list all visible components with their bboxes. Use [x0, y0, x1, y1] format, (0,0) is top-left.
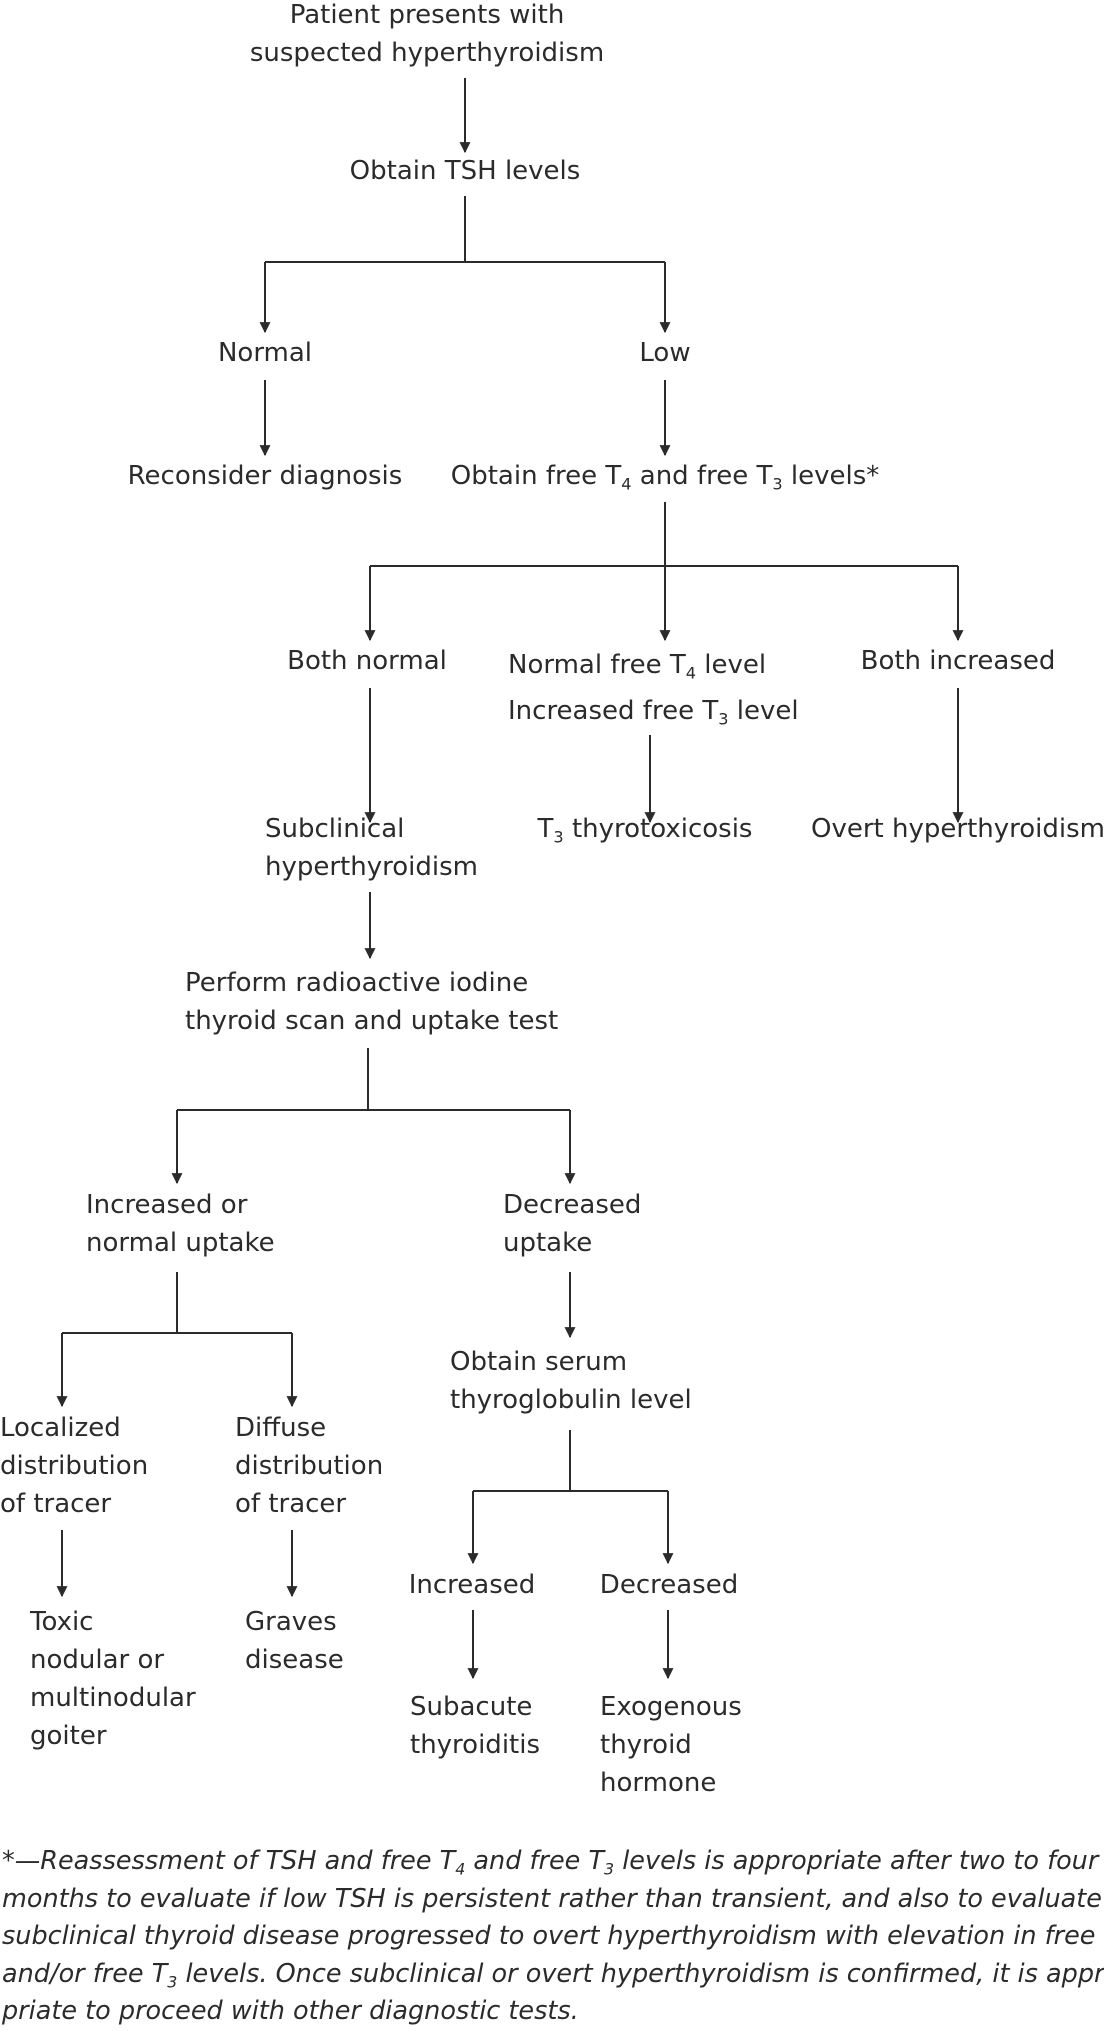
- node-increased-normal-uptake: Increased or normal uptake: [86, 1186, 275, 1262]
- node-low: Low: [639, 334, 690, 372]
- footnote-line: *—Reassessment of TSH and free T4 and fr…: [2, 1843, 1100, 1881]
- node-increased: Increased: [409, 1566, 536, 1604]
- node-line: Decreased: [599, 1570, 739, 1600]
- node-line: multinodular: [30, 1683, 196, 1713]
- node-both-increased: Both increased: [861, 642, 1056, 680]
- node-line: Reconsider diagnosis: [127, 461, 403, 491]
- node-line: goiter: [30, 1721, 107, 1751]
- node-radioactive-iodine-scan: Perform radioactive iodine thyroid scan …: [185, 964, 558, 1040]
- node-line: hormone: [600, 1768, 717, 1798]
- text-segment: Normal free T: [508, 650, 686, 680]
- node-exogenous-thyroid-hormone: Exogenous thyroid hormone: [600, 1688, 742, 1802]
- node-line: distribution: [235, 1451, 384, 1481]
- node-line: Graves: [245, 1607, 337, 1637]
- subscript: 4: [621, 474, 632, 494]
- text-segment: thyrotoxicosis: [563, 814, 753, 844]
- node-line: Exogenous: [600, 1692, 742, 1722]
- text-segment: and free T: [631, 461, 773, 491]
- node-line: nodular or: [30, 1645, 165, 1675]
- node-reconsider-diagnosis: Reconsider diagnosis: [128, 457, 403, 495]
- node-normal: Normal: [218, 334, 312, 372]
- node-line: of tracer: [0, 1489, 112, 1519]
- footnote: *—Reassessment of TSH and free T4 and fr…: [2, 1843, 1104, 2031]
- subscript: 3: [718, 709, 729, 729]
- node-patient-presents: Patient presents with suspected hyperthy…: [250, 0, 604, 72]
- node-both-normal: Both normal: [287, 642, 447, 680]
- node-normal-t4-increased-t3: Normal free T4 level Increased free T3 l…: [508, 642, 799, 734]
- node-localized-distribution: Localized distribution of tracer: [0, 1409, 148, 1523]
- footnote-line: subclinical thyroid disease progressed t…: [2, 1918, 1104, 1956]
- subscript: 3: [553, 827, 564, 847]
- node-overt-hyperthyroidism: Overt hyperthyroidism: [811, 810, 1104, 848]
- node-line: Normal: [217, 338, 313, 368]
- node-obtain-free-t4-t3: Obtain free T4 and free T3 levels*: [451, 457, 879, 495]
- subscript: 3: [167, 1972, 178, 1992]
- node-line: of tracer: [235, 1489, 347, 1519]
- text-segment: T: [537, 814, 554, 844]
- node-line: T3 thyrotoxicosis: [538, 810, 753, 848]
- node-line: Subclinical: [265, 814, 405, 844]
- text-segment: Obtain free T: [450, 461, 622, 491]
- node-line: Overt hyperthyroidism: [811, 814, 1104, 844]
- node-line: disease: [245, 1645, 344, 1675]
- node-t3-thyrotoxicosis: T3 thyrotoxicosis: [538, 810, 753, 848]
- text-segment: *—Reassessment of TSH and free T: [2, 1846, 456, 1876]
- subscript: 4: [455, 1859, 466, 1879]
- subscript: 4: [685, 663, 696, 683]
- node-line: Obtain serum: [450, 1347, 628, 1377]
- node-line: Subacute: [410, 1692, 533, 1722]
- text-segment: level: [728, 696, 799, 726]
- node-line: thyroiditis: [410, 1730, 540, 1760]
- node-line: Toxic: [30, 1607, 94, 1637]
- node-obtain-tsh: Obtain TSH levels: [350, 152, 581, 190]
- node-line: Localized: [0, 1413, 121, 1443]
- text-segment: levels*: [782, 461, 880, 491]
- node-line: Diffuse: [235, 1413, 327, 1443]
- node-line: Increased free T3 level: [508, 688, 799, 734]
- node-line: thyroid scan and uptake test: [185, 1006, 559, 1036]
- node-subacute-thyroiditis: Subacute thyroiditis: [410, 1688, 540, 1764]
- node-line: Normal free T4 level: [508, 642, 799, 688]
- footnote-line: priate to proceed with other diagnostic …: [2, 1996, 579, 2026]
- node-graves-disease: Graves disease: [245, 1603, 344, 1679]
- node-line: hyperthyroidism: [265, 852, 478, 882]
- node-line: suspected hyperthyroidism: [249, 38, 605, 68]
- text-segment: subclinical thyroid disease progressed t…: [2, 1921, 1104, 1951]
- node-line: Obtain TSH levels: [349, 156, 581, 186]
- node-decreased-uptake: Decreased uptake: [503, 1186, 641, 1262]
- node-toxic-goiter: Toxic nodular or multinodular goiter: [30, 1603, 196, 1755]
- footnote-line: and/or free T3 levels. Once subclinical …: [2, 1956, 1104, 1994]
- node-line: Both increased: [860, 646, 1056, 676]
- text-segment: level: [696, 650, 767, 680]
- node-line: thyroglobulin level: [450, 1385, 692, 1415]
- text-segment: levels is appropriate after two to four: [614, 1846, 1099, 1876]
- text-segment: Increased free T: [508, 696, 719, 726]
- subscript: 3: [772, 474, 783, 494]
- node-line: thyroid: [600, 1730, 692, 1760]
- text-segment: and/or free T: [2, 1958, 168, 1989]
- node-line: Obtain free T4 and free T3 levels*: [451, 457, 879, 495]
- node-diffuse-distribution: Diffuse distribution of tracer: [235, 1409, 383, 1523]
- subscript: 3: [604, 1859, 615, 1879]
- node-line: Decreased: [503, 1190, 642, 1220]
- node-line: normal uptake: [86, 1228, 275, 1258]
- node-line: Both normal: [287, 646, 447, 676]
- node-line: uptake: [503, 1228, 593, 1258]
- footnote-line: months to evaluate if low TSH is persist…: [2, 1883, 1104, 1914]
- node-line: Increased: [408, 1570, 536, 1600]
- node-serum-thyroglobulin: Obtain serum thyroglobulin level: [450, 1343, 692, 1419]
- node-subclinical-hyperthyroidism: Subclinical hyperthyroidism: [265, 810, 478, 886]
- node-line: Patient presents with: [289, 0, 565, 30]
- text-segment: and free T: [465, 1846, 605, 1876]
- node-line: Low: [639, 338, 691, 368]
- node-line: Perform radioactive iodine: [185, 968, 529, 998]
- text-segment: levels. Once subclinical or overt hypert…: [177, 1958, 1104, 1989]
- node-line: distribution: [0, 1451, 149, 1481]
- node-line: Increased or: [86, 1190, 248, 1220]
- node-decreased: Decreased: [600, 1566, 738, 1604]
